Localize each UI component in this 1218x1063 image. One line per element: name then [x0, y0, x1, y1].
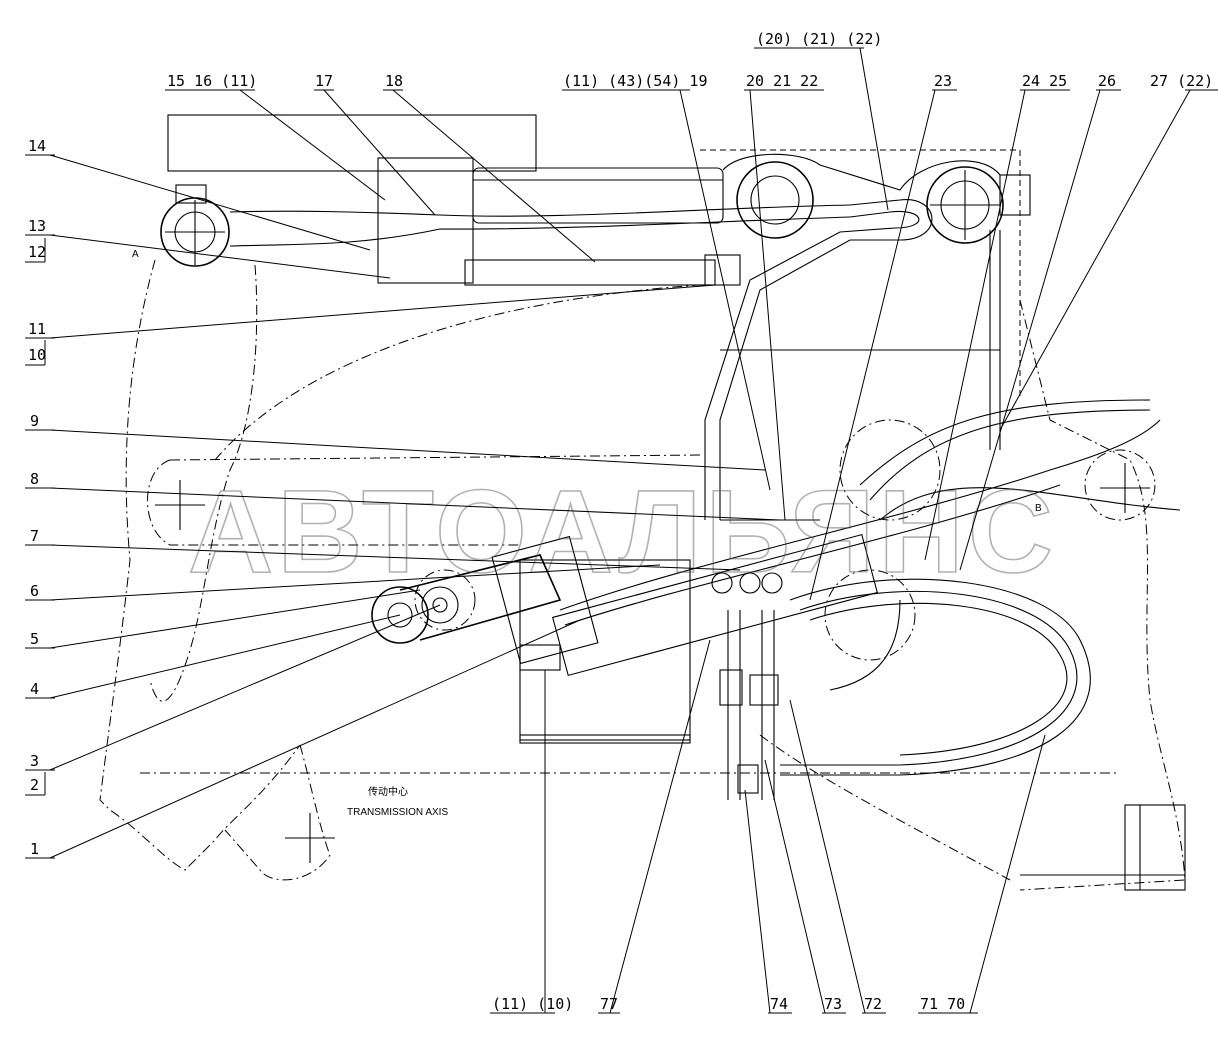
label-1: 1 — [30, 840, 39, 858]
label-7: 7 — [30, 527, 39, 545]
frame-outline — [99, 149, 1186, 891]
label-boxes — [25, 238, 46, 796]
label-15-16-11: 15 16 (11) — [167, 72, 257, 90]
axis-label-cn: 传动中心 — [368, 785, 408, 798]
label-13: 13 — [28, 217, 46, 235]
label-11-43-54-19: (11) (43)(54) 19 — [563, 72, 708, 90]
label-74: 74 — [770, 995, 788, 1013]
label-4: 4 — [30, 680, 39, 698]
label-10: 10 — [28, 346, 46, 364]
leader-lines — [25, 47, 1218, 1014]
label-71-70: 71 70 — [920, 995, 965, 1013]
axis-label-en: TRANSMISSION AXIS — [347, 807, 448, 818]
bottom-labels: (11) (10) 77 74 73 72 71 70 — [492, 995, 965, 1013]
left-labels: 14 13 12 11 10 9 8 7 6 5 4 3 2 1 — [28, 137, 46, 858]
label-12: 12 — [28, 243, 46, 261]
label-5: 5 — [30, 630, 39, 648]
label-9: 9 — [30, 412, 39, 430]
label-18: 18 — [385, 72, 403, 90]
label-11-10: (11) (10) — [492, 995, 573, 1013]
label-20-21-22-paren: (20) (21) (22) — [756, 30, 882, 48]
label-6: 6 — [30, 582, 39, 600]
lower-hoses — [559, 399, 1181, 776]
top-labels: 15 16 (11) 17 18 (11) (43)(54) 19 20 21 … — [167, 30, 1213, 90]
lower-frame — [1020, 804, 1186, 891]
label-72: 72 — [864, 995, 882, 1013]
label-11: 11 — [28, 320, 46, 338]
label-27-22: 27 (22) — [1150, 72, 1213, 90]
view-mark-b: B — [1035, 503, 1042, 514]
top-hoses — [229, 199, 1001, 521]
view-mark-a: A — [132, 249, 139, 260]
label-73: 73 — [824, 995, 842, 1013]
valve-block — [519, 559, 783, 800]
label-14: 14 — [28, 137, 46, 155]
label-8: 8 — [30, 470, 39, 488]
center-marks — [155, 170, 1150, 863]
label-2: 2 — [30, 776, 39, 794]
label-77: 77 — [600, 995, 618, 1013]
label-26: 26 — [1098, 72, 1116, 90]
label-3: 3 — [30, 752, 39, 770]
watermark-text: АВТОАЛЬЯНС — [188, 466, 1057, 598]
label-17: 17 — [315, 72, 333, 90]
label-23: 23 — [934, 72, 952, 90]
label-20-21-22: 20 21 22 — [746, 72, 818, 90]
label-24-25: 24 25 — [1022, 72, 1067, 90]
